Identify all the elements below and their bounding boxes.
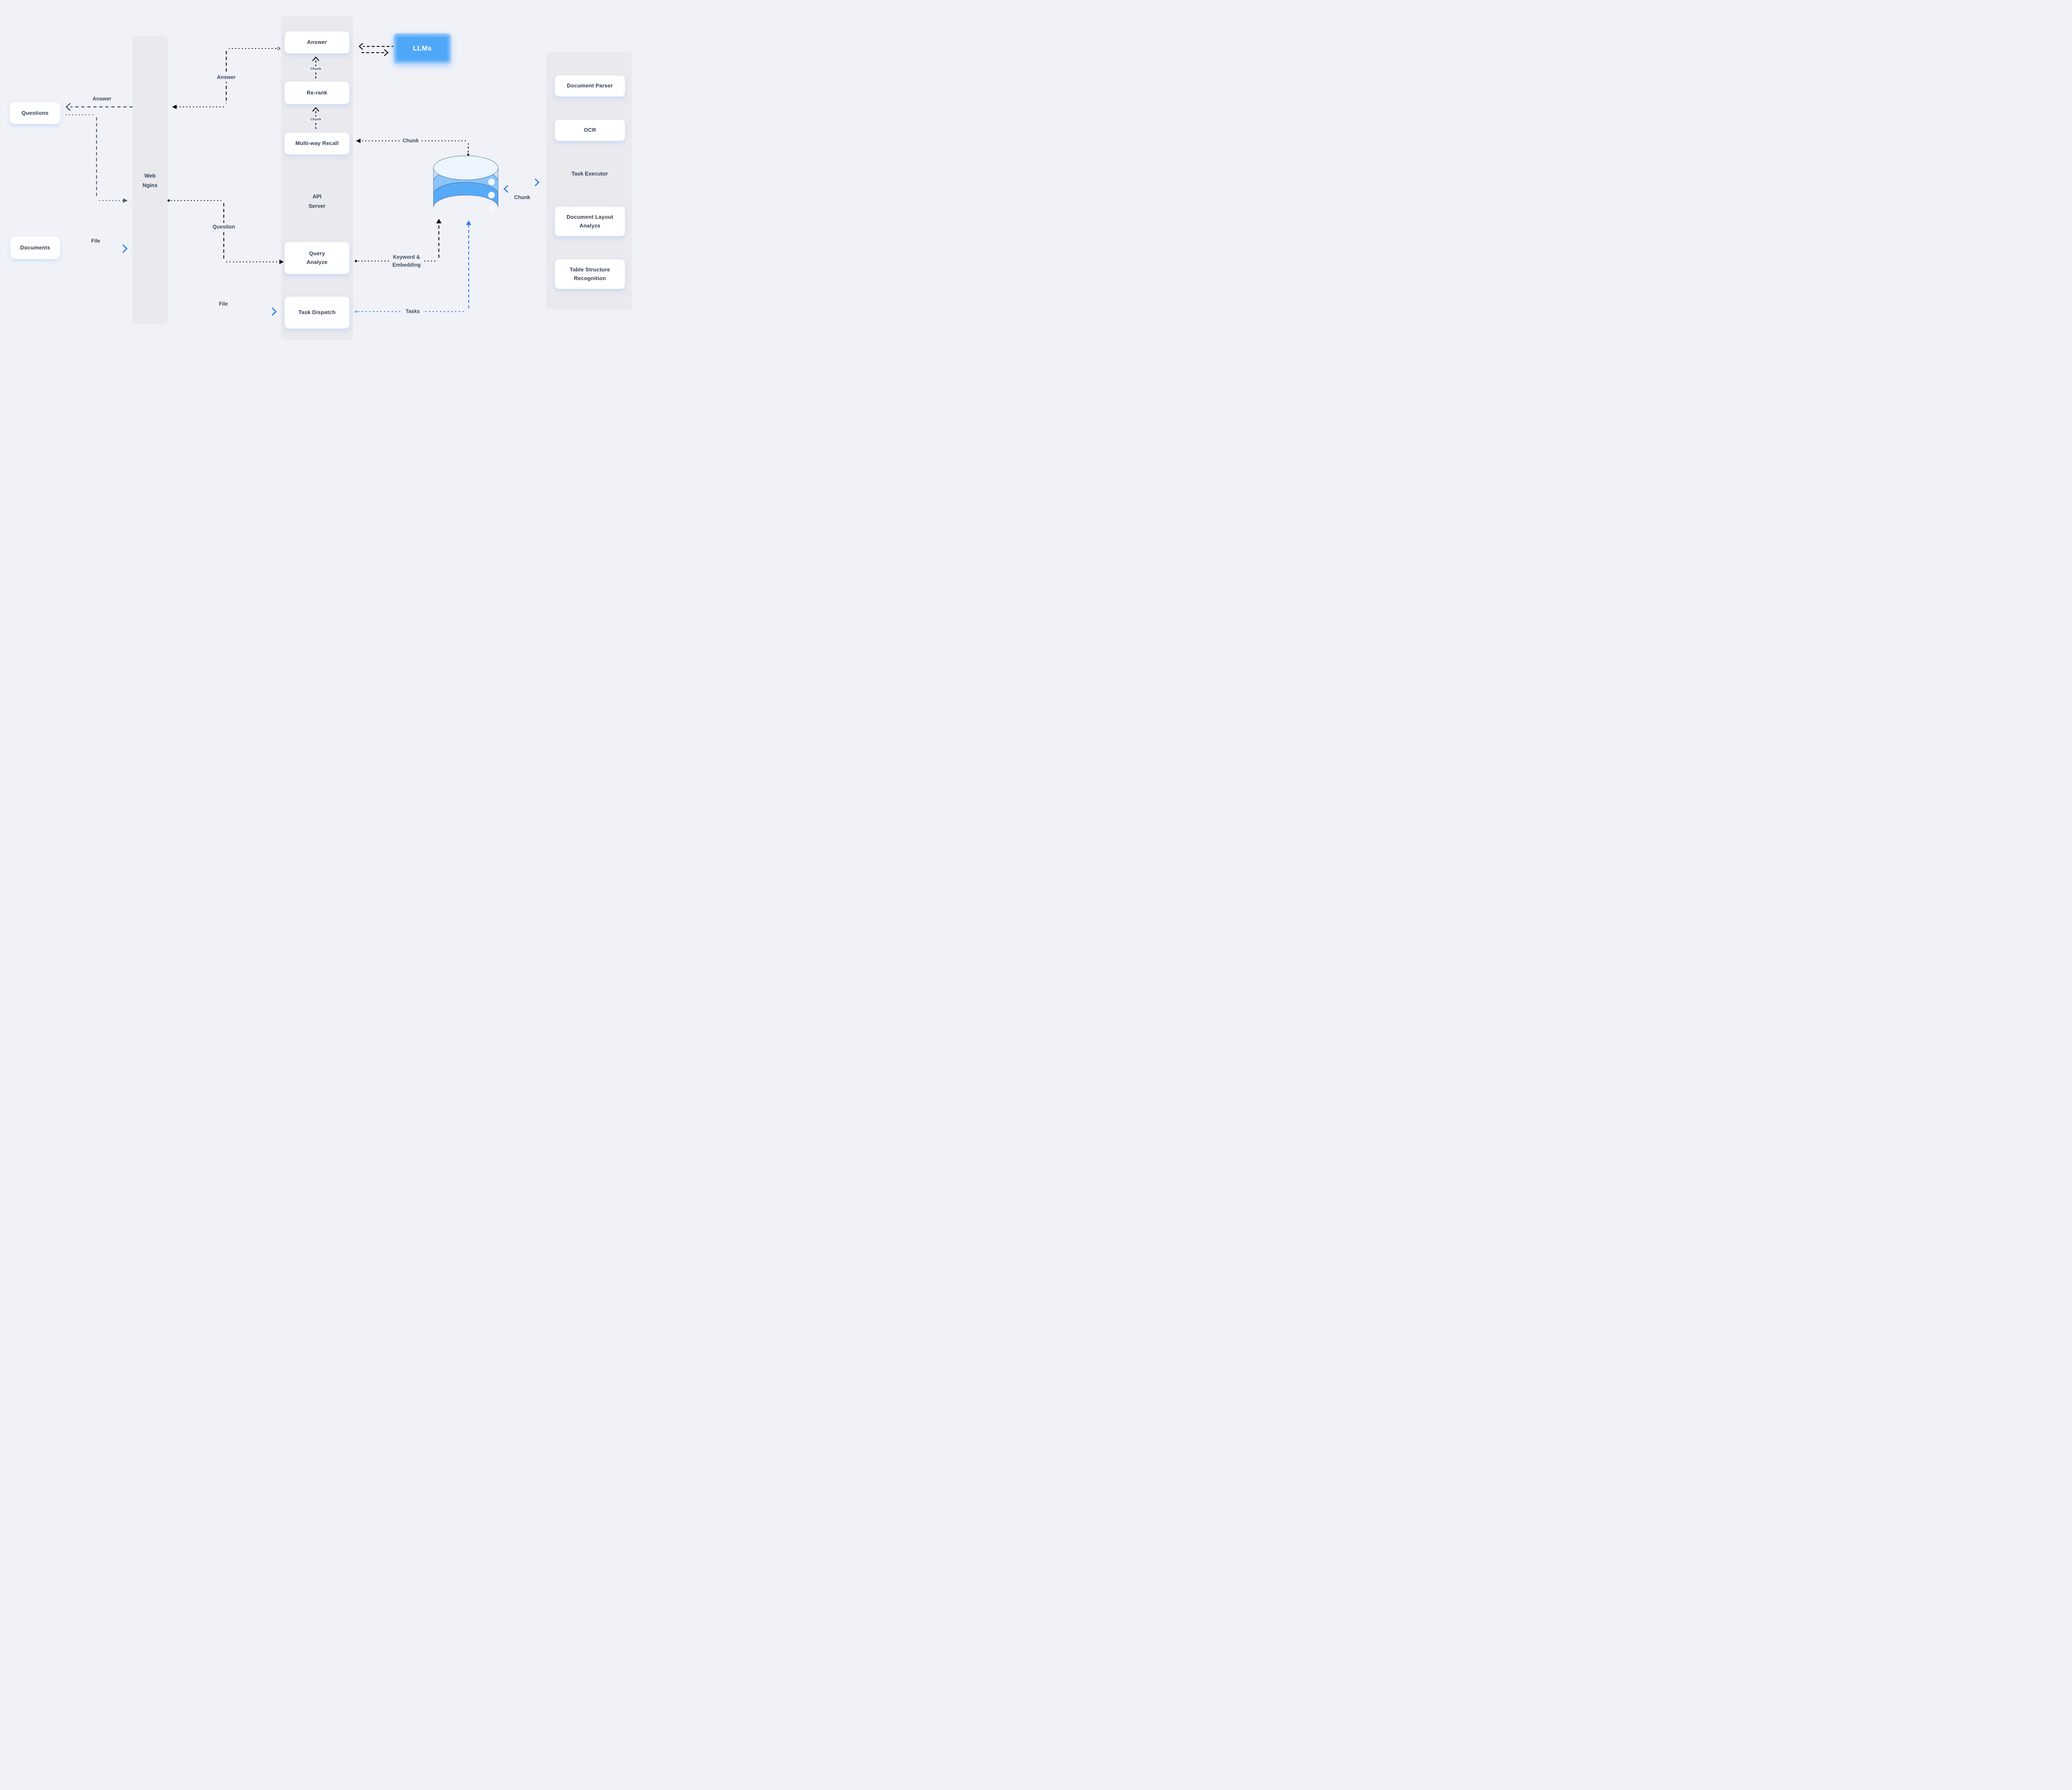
ocr-node: OCR — [555, 120, 625, 141]
answer-node-label: Answer — [307, 39, 327, 46]
edge-label-file-documents: File — [91, 238, 100, 244]
layout-label-line2: Analyze — [579, 222, 600, 229]
task-dispatch-label: Task Dispatch — [298, 309, 336, 316]
edge-label-chunk-db: Chunk — [399, 136, 422, 145]
architecture-diagram-canvas: { "nodes": { "questions": "Questions", "… — [0, 0, 637, 358]
query-analyze-label-line1: Query — [309, 250, 325, 257]
edge-label-answer-left: Answer — [92, 96, 111, 102]
edge-label-question: Question — [209, 223, 238, 232]
query-analyze-label-line2: Analyze — [306, 259, 328, 265]
rerank-node: Re-rank — [285, 82, 349, 104]
database-icon — [433, 155, 499, 212]
edge-label-keyword-line2: Embedding — [392, 262, 421, 268]
edge-file-documents — [67, 244, 128, 253]
documents-node: Documents — [10, 237, 60, 259]
edge-answer-llms — [358, 43, 395, 56]
llms-node-inner: LLMs — [397, 37, 448, 60]
task-executor-label: Task Executor — [571, 170, 608, 177]
ocr-label: OCR — [583, 127, 596, 133]
edge-chunk-db-right — [503, 179, 540, 193]
edge-answer-to-questions — [65, 103, 133, 111]
multiway-recall-label: Multi-way Recall — [295, 140, 339, 147]
llms-label: LLMs — [413, 44, 432, 52]
edge-label-chunk-right: Chunk — [514, 194, 530, 201]
edge-label-chunk-answer: Chunk — [308, 66, 323, 72]
edge-questions-to-nginx — [65, 114, 128, 203]
edge-label-file-nginx: File — [219, 301, 228, 307]
questions-label: Questions — [21, 109, 49, 116]
edge-chunk-db-to-recall — [356, 138, 470, 156]
questions-node: Questions — [10, 102, 61, 124]
edge-label-chunk-rerank: Chunk — [308, 116, 323, 122]
diagram-edges-layer — [65, 43, 540, 316]
document-parser-label: Document Parser — [567, 82, 613, 89]
edge-label-tasks: Tasks — [402, 307, 423, 316]
table-structure-label-line1: Table Structure — [569, 266, 610, 273]
table-structure-label-line2: Recognition — [574, 275, 606, 281]
query-analyze-node: Query Analyze — [285, 242, 349, 274]
documents-label: Documents — [20, 244, 51, 251]
multiway-recall-node: Multi-way Recall — [285, 133, 349, 155]
edge-tasks — [355, 220, 472, 313]
rerank-label: Re-rank — [307, 89, 327, 96]
edge-label-keyword: Keyword & Embedding — [389, 253, 424, 269]
table-structure-node: Table Structure Recognition — [555, 259, 625, 289]
web-nginx-label: Web Nginx — [142, 172, 158, 188]
edge-label-keyword-line1: Keyword & — [393, 254, 420, 260]
edge-label-answer-mid: Answer — [214, 73, 239, 82]
api-server-label: API Server — [308, 193, 326, 209]
document-layout-analyze-node: Document Layout Analyze — [555, 207, 625, 236]
task-dispatch-node: Task Dispatch — [285, 297, 349, 329]
document-parser-node: Document Parser — [555, 75, 625, 97]
answer-node: Answer — [285, 31, 349, 53]
layout-label-line1: Document Layout — [566, 214, 613, 220]
llms-node: LLMs — [393, 33, 451, 64]
edge-question — [167, 199, 284, 264]
edge-file-nginx — [170, 307, 277, 316]
edge-keyword-embedding — [355, 219, 442, 262]
web-nginx-column — [133, 36, 167, 324]
